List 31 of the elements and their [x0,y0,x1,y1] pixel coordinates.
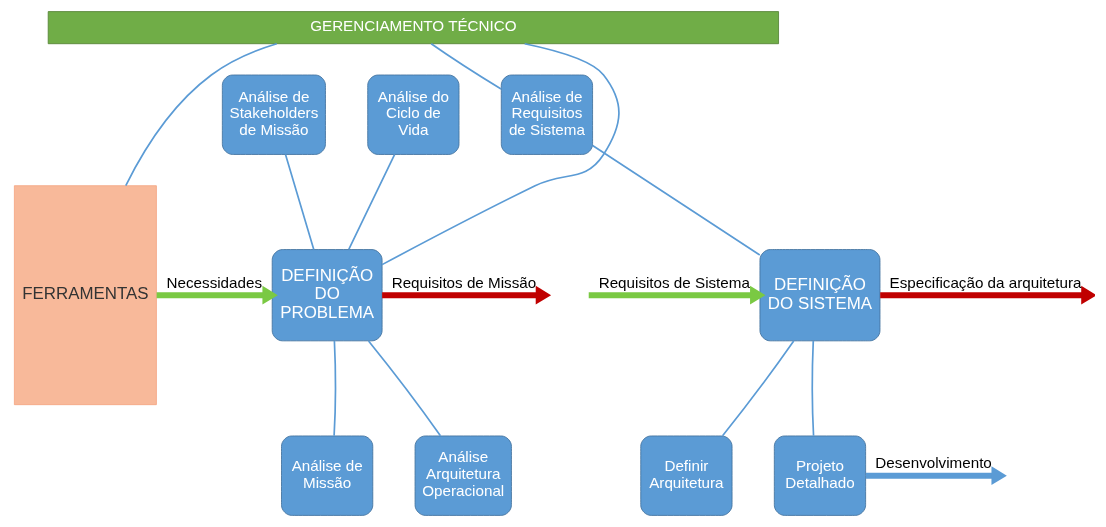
node-box: Análise Arquitetura Operacional [414,435,512,516]
edge-label: Necessidades [166,273,263,291]
arrow [156,285,278,305]
connector [347,153,396,251]
node-box: Análise de Missão [281,435,374,516]
arrow [588,285,766,305]
connector [124,42,278,187]
node-box: Definir Arquitetura [640,435,733,516]
node-box: FERRAMENTAS [13,185,157,406]
node-box: Análise do Ciclo de Vida [367,74,460,155]
node-box: DEFINIÇÃO DO SISTEMA [759,249,881,342]
connector [811,340,815,437]
edge-label: Desenvolvimento [875,454,992,472]
connector [430,42,502,90]
connector [284,153,315,251]
edge-label: Requisitos de Sistema [598,273,750,291]
arrow [865,466,1007,486]
connector [367,340,442,437]
node-box: Análise de Requisitos de Sistema [500,74,593,155]
node-box: Análise de Stakeholders de Missão [221,74,326,155]
connector [591,144,761,256]
node-box: DEFINIÇÃO DO PROBLEMA [271,249,383,342]
edge-label: Especificação da arquitetura [889,273,1082,291]
connector [381,42,620,266]
node-box: Projeto Detalhado [773,435,867,516]
node-box: GERENCIAMENTO TÉCNICO [47,11,779,45]
connector [333,340,337,437]
connector [721,340,795,437]
edge-label: Requisitos de Missão [391,273,537,291]
arrow [382,285,552,305]
arrow [880,285,1095,305]
